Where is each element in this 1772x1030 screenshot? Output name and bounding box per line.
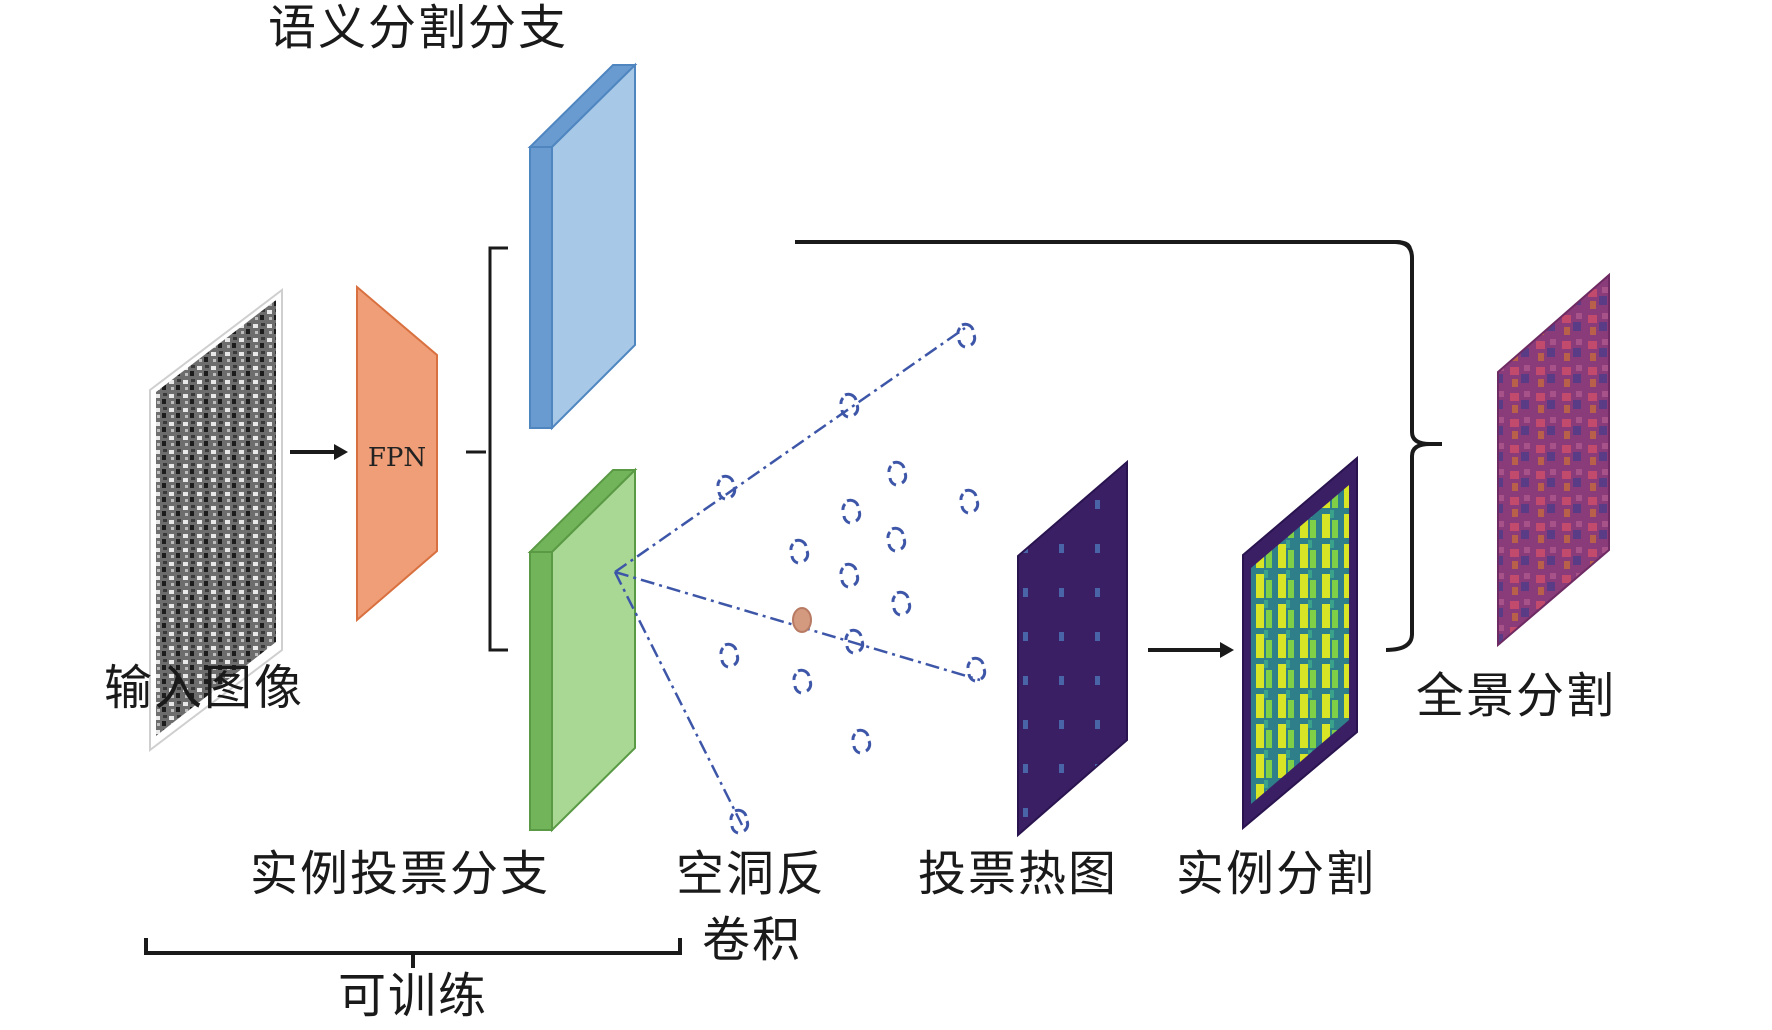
dilated-deconv-rays xyxy=(613,326,981,826)
vote-marker xyxy=(966,656,987,683)
center-marker xyxy=(792,607,812,633)
vote-marker xyxy=(956,322,977,349)
vote-marker xyxy=(719,642,740,669)
input-image-label: 输入图像 xyxy=(104,660,305,716)
instance-seg-image xyxy=(1242,455,1358,831)
trainable-bracket xyxy=(144,938,682,955)
vote-marker xyxy=(886,526,907,553)
instance-seg-label: 实例分割 xyxy=(1176,846,1377,902)
vote-markers xyxy=(716,322,987,835)
semantic-branch-block xyxy=(527,62,638,431)
dilated-deconv-label-line2: 卷积 xyxy=(702,912,803,968)
vote-marker xyxy=(839,562,860,589)
vote-marker xyxy=(792,668,813,695)
arrow-heatmap-to-instance xyxy=(1148,642,1234,658)
vote-marker xyxy=(887,460,908,487)
branch-bracket xyxy=(488,246,508,652)
trainable-label: 可训练 xyxy=(338,968,489,1024)
panoptic-seg-label: 全景分割 xyxy=(1416,668,1617,724)
instance-vote-branch-block xyxy=(527,467,638,833)
arrow-input-to-fpn xyxy=(290,444,348,460)
vote-marker xyxy=(959,488,980,515)
vote-heatmap-image xyxy=(1017,459,1128,838)
vote-marker xyxy=(839,392,860,419)
semantic-branch-label: 语义分割分支 xyxy=(268,0,569,56)
input-image-thumbnail xyxy=(149,287,283,753)
semantic-connector xyxy=(795,240,1412,251)
instance-vote-branch-label: 实例投票分支 xyxy=(250,846,551,902)
fpn-label: FPN xyxy=(368,443,426,473)
vote-marker xyxy=(851,728,872,755)
vote-marker xyxy=(789,538,810,565)
vote-heatmap-label: 投票热图 xyxy=(918,846,1119,902)
vote-marker xyxy=(841,498,862,525)
merge-brace xyxy=(1385,240,1431,652)
fpn-block: FPN xyxy=(356,284,438,623)
dilated-deconv-label-line1: 空洞反 xyxy=(676,846,827,902)
panoptic-seg-image xyxy=(1497,272,1610,648)
vote-marker xyxy=(891,590,912,617)
